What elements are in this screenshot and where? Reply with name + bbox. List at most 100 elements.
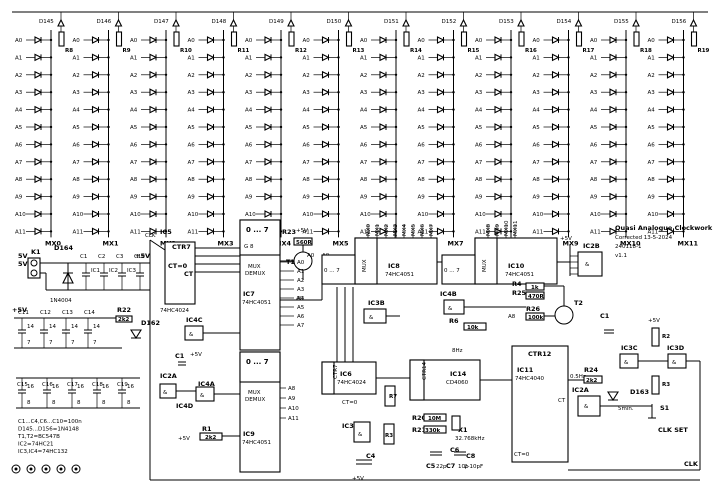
ic7-output-label: A5 bbox=[297, 305, 305, 311]
row-label: A9 bbox=[590, 195, 598, 201]
ic3a-label: IC3A bbox=[342, 422, 359, 430]
matrix-led: A11 bbox=[475, 227, 513, 235]
column-resistor: R10 bbox=[173, 26, 192, 54]
matrix-led: A2 bbox=[303, 70, 340, 79]
matrix-led: A0 bbox=[130, 36, 168, 44]
matrix-led: A5 bbox=[73, 123, 110, 131]
matrix-led: A8 bbox=[303, 175, 340, 183]
matrix-led: A1 bbox=[590, 53, 628, 61]
row-label: A4 bbox=[188, 108, 196, 114]
row-label: A1 bbox=[303, 55, 310, 61]
column-resistor-label: R8 bbox=[65, 48, 73, 54]
row-label: A7 bbox=[245, 160, 253, 166]
r7-label: R7 bbox=[389, 394, 397, 400]
row-label: A4 bbox=[245, 108, 253, 114]
matrix-led: A10 bbox=[245, 210, 283, 218]
row-label: A11 bbox=[188, 229, 199, 235]
top-led: D146 bbox=[97, 12, 123, 27]
row-label: A0 bbox=[590, 38, 598, 44]
row-label: A2 bbox=[15, 73, 22, 79]
matrix-led: A0 bbox=[475, 36, 513, 44]
column-resistor-label: R17 bbox=[583, 48, 595, 54]
row-label: A6 bbox=[418, 142, 426, 148]
k1-label: K1 bbox=[31, 248, 41, 256]
matrix-led: A11 bbox=[188, 227, 225, 235]
row-label: A4 bbox=[73, 108, 81, 114]
matrix-led: A6 bbox=[245, 140, 283, 148]
r1-value: 2k2 bbox=[205, 435, 216, 441]
row-label: A10 bbox=[360, 212, 371, 218]
column-resistor: R12 bbox=[288, 26, 307, 54]
matrix-led: A11 bbox=[73, 227, 110, 235]
row-label: A11 bbox=[360, 229, 371, 235]
matrix-led: A8 bbox=[648, 175, 685, 183]
row-label: A10 bbox=[15, 212, 26, 218]
ic11-counter: CTR12 IC11 74HC4040 CT=0 CT 0.5Hz bbox=[511, 345, 586, 463]
matrix-led: A3 bbox=[533, 88, 570, 96]
row-label: A2 bbox=[475, 73, 482, 79]
matrix-led: A10 bbox=[533, 210, 570, 218]
row-label: A7 bbox=[360, 160, 368, 166]
matrix-led: A7 bbox=[475, 157, 513, 166]
row-label: A7 bbox=[533, 160, 541, 166]
matrix-led: A2 bbox=[418, 70, 455, 79]
svg-text:&: & bbox=[585, 262, 590, 268]
column-label: MX10 bbox=[620, 239, 641, 247]
matrix-led: A0 bbox=[73, 36, 110, 44]
row-label: A7 bbox=[15, 160, 23, 166]
top-led-label: D156 bbox=[672, 19, 687, 25]
ic14-8hz: 8Hz bbox=[452, 348, 463, 354]
ic2a-right-label: IC2A bbox=[572, 386, 589, 394]
mux-channel-label: MX5 bbox=[411, 223, 417, 236]
row-label: A9 bbox=[418, 195, 426, 201]
row-label: A4 bbox=[360, 108, 368, 114]
mux-channel-label: MX3 bbox=[393, 223, 399, 236]
pin-label: 16 bbox=[127, 384, 134, 390]
row-label: A9 bbox=[360, 195, 368, 201]
row-label: A0 bbox=[475, 38, 483, 44]
pin-label: 8 bbox=[27, 400, 31, 406]
row-label: A3 bbox=[15, 90, 23, 96]
matrix-led: A2 bbox=[73, 70, 110, 79]
row-label: A0 bbox=[533, 38, 541, 44]
cap-label: C3 bbox=[116, 254, 124, 260]
r3-label: R3 bbox=[662, 382, 670, 388]
x1-label: X1 bbox=[458, 426, 468, 434]
mux-channel-label: MX0 bbox=[366, 223, 372, 236]
column-resistor: R14 bbox=[403, 26, 422, 54]
matrix-led: A2 bbox=[130, 70, 168, 79]
mux-channel-label: MX1 bbox=[375, 224, 381, 236]
ic11-part: 74HC4040 bbox=[515, 376, 544, 382]
ic3a-supply: +5V bbox=[352, 476, 364, 482]
matrix-led: A8 bbox=[590, 175, 628, 183]
row-label: A2 bbox=[590, 73, 597, 79]
mux-channel-label: MX9 bbox=[495, 223, 501, 236]
row-label: A8 bbox=[245, 177, 253, 183]
matrix-led: A0 bbox=[15, 36, 53, 44]
ic2a-label: IC2A bbox=[160, 372, 177, 380]
matrix-led: A10 bbox=[188, 210, 225, 218]
ic3c-label: IC3C bbox=[621, 344, 638, 352]
row-label: A0 bbox=[188, 38, 196, 44]
row-label: A1 bbox=[590, 55, 597, 61]
row-label: A8 bbox=[303, 177, 311, 183]
matrix-led: A8 bbox=[533, 175, 570, 183]
ic9-label: IC9 bbox=[243, 430, 255, 438]
top-led: D156 bbox=[672, 12, 698, 27]
svg-text:&: & bbox=[369, 315, 374, 321]
ic14-oscillator: 8Hz CTR14 IC14 CD4060 R20 10M R21 330k X… bbox=[409, 348, 485, 470]
matrix-led: A9 bbox=[188, 192, 225, 201]
matrix-led: A0 bbox=[188, 36, 225, 44]
r25-label: R25 bbox=[512, 289, 527, 297]
row-label: A1 bbox=[188, 55, 195, 61]
row-label: A7 bbox=[475, 160, 483, 166]
cap-label: C17 bbox=[67, 382, 78, 388]
matrix-led: A6 bbox=[533, 140, 570, 148]
row-label: A3 bbox=[245, 90, 253, 96]
row-label: A2 bbox=[533, 73, 540, 79]
